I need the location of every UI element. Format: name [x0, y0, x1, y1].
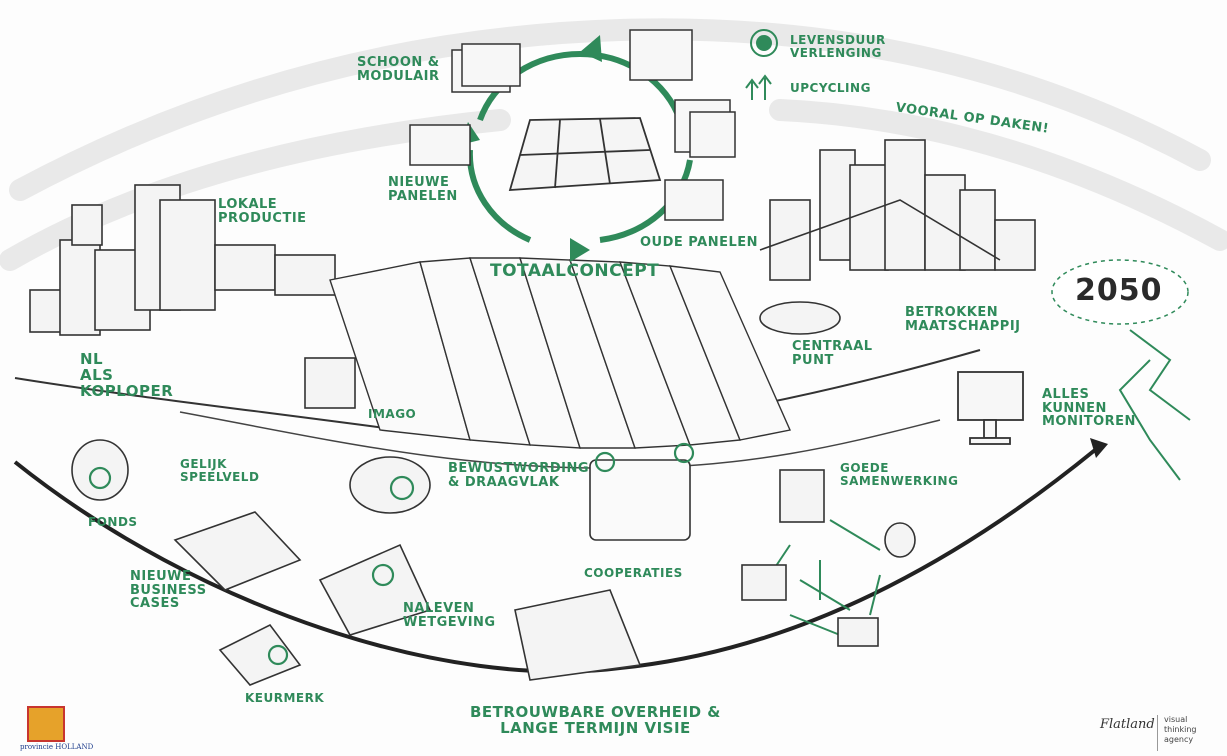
arc-items — [71, 301, 841, 686]
solar-field — [329, 257, 791, 449]
collaboration-arrows — [769, 519, 881, 636]
label-schoon-modulair: SCHOON & MODULAIR — [357, 55, 440, 84]
label-imago: IMAGO — [368, 407, 417, 421]
label-upcycling: UPCYCLING — [790, 81, 871, 95]
provincie-logo-text: provincie HOLLAND — [20, 743, 94, 751]
label-2050: 2050 — [1075, 273, 1163, 308]
central-panel — [508, 117, 662, 191]
label-naleven-wetgeving: NALEVEN WETGEVING — [403, 601, 496, 630]
logo-divider — [1157, 715, 1158, 751]
circuit-lines — [1118, 329, 1191, 481]
label-bewustwording: BEWUSTWORDING & DRAAGVLAK — [448, 461, 589, 490]
label-oude-panelen: OUDE PANELEN — [640, 235, 759, 250]
label-betrokken-maatschappij: BETROKKEN MAATSCHAPPIJ — [905, 305, 1021, 334]
label-goede-samenwerking: GOEDE SAMENWERKING — [840, 461, 959, 488]
flatland-logo: Flatland visual thinking agency — [1100, 715, 1220, 753]
flatland-signature: Flatland — [1100, 717, 1155, 732]
label-gelijk-speelveld: GELIJK SPEELVELD — [180, 457, 260, 484]
left-skyline — [29, 184, 336, 336]
label-levensduur: LEVENSDUUR VERLENGING — [790, 33, 886, 60]
label-alles-monitoren: ALLES KUNNEN MONITOREN — [1042, 387, 1136, 430]
provincie-holland-logo: provincie HOLLAND — [20, 706, 94, 754]
monitor-icon — [957, 371, 1024, 445]
levensduur-icon — [750, 29, 778, 57]
recycle-icons — [88, 442, 695, 666]
label-cooperaties: COOPERATIES — [584, 566, 683, 580]
right-skyline — [759, 139, 1036, 281]
label-fonds: FONDS — [88, 515, 138, 529]
panel-stacks — [409, 29, 736, 221]
label-nl-koploper: NL ALS KOPLOPER — [80, 350, 174, 400]
collaboration-nodes — [741, 469, 916, 647]
label-keurmerk: KEURMERK — [245, 691, 325, 705]
label-lokale-productie: LOKALE PRODUCTIE — [218, 197, 307, 226]
upcycling-icon — [745, 74, 772, 100]
label-nieuwe-business-cases: NIEUWE BUSINESS CASES — [130, 569, 207, 612]
label-centraal-punt: CENTRAAL PUNT — [792, 339, 873, 368]
label-nieuwe-panelen: NIEUWE PANELEN — [388, 175, 458, 204]
label-betrouwbare-overheid: BETROUWBARE OVERHEID & LANGE TERMIJN VIS… — [470, 703, 721, 737]
coat-of-arms-icon — [27, 706, 65, 742]
label-totaalconcept: TOTAALCONCEPT — [490, 261, 660, 281]
agency-text: visual thinking agency — [1164, 715, 1197, 744]
journey-arrowhead — [1090, 438, 1108, 458]
year-bubble — [1051, 259, 1189, 325]
